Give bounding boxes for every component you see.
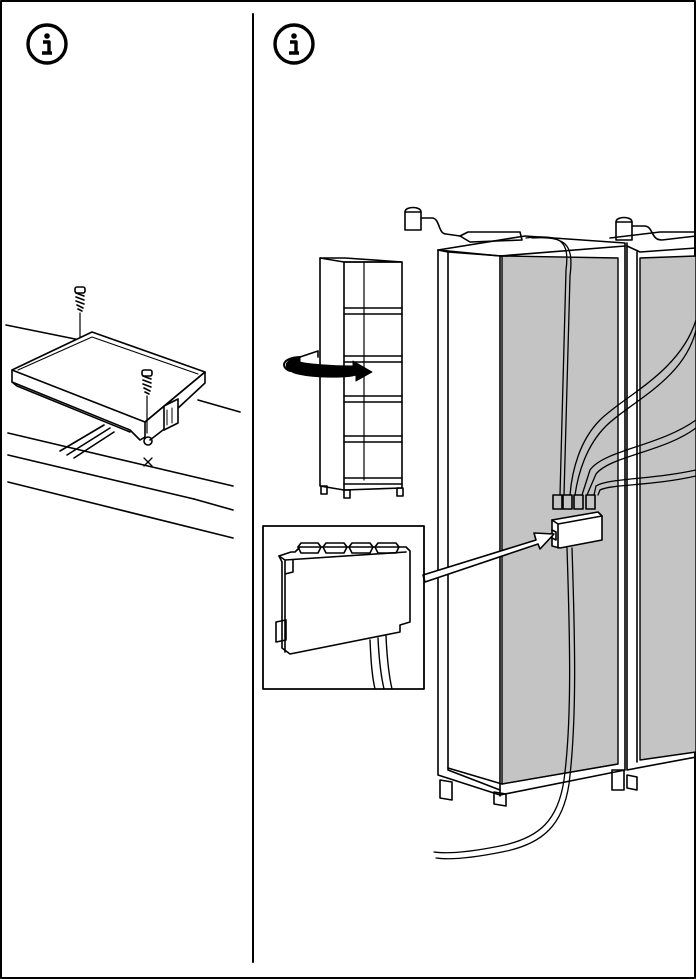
info-icon [275,25,313,63]
spotlight-left [405,208,460,237]
screw-hole [144,437,152,466]
led-driver-box [12,332,205,440]
detail-box [263,526,424,689]
cable-to-driver [60,425,114,458]
cabinet-right [610,232,696,790]
screw [75,287,85,337]
info-icon [28,25,66,63]
